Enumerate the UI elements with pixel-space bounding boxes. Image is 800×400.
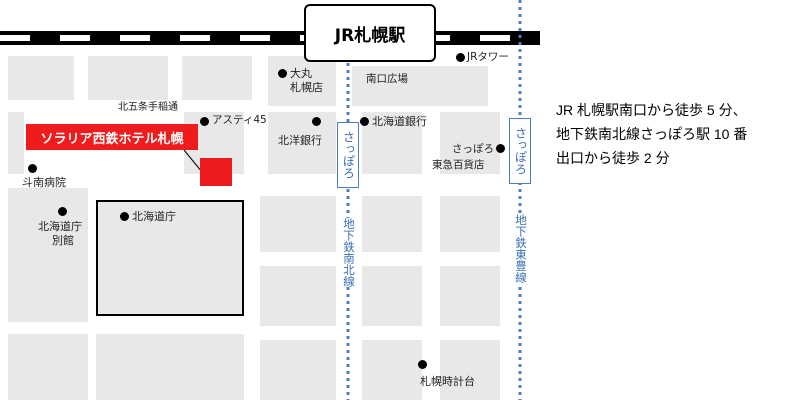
- jr-tower-marker: [456, 53, 465, 62]
- tonan-marker: [28, 164, 37, 173]
- block: [88, 56, 168, 100]
- block: [362, 340, 422, 400]
- hotel-marker: [200, 158, 232, 186]
- block: [96, 334, 244, 400]
- daimaru-label: 大丸: [290, 67, 312, 80]
- aster45-label: アスティ45: [212, 114, 267, 126]
- sapporo-toho-sign: さっぽろ: [509, 118, 531, 184]
- block: [268, 56, 336, 106]
- jr-sapporo-station: JR札幌駅: [304, 4, 436, 62]
- block: [362, 266, 422, 326]
- block: [8, 334, 88, 400]
- tokyu-label-2: 東急百貨店: [432, 159, 485, 171]
- block: [182, 56, 252, 100]
- block: [440, 196, 500, 252]
- access-directions: JR 札幌駅南口から徒歩 5 分、 地下鉄南北線さっぽろ駅 10 番 出口から徒…: [556, 98, 796, 170]
- directions-line-2: 地下鉄南北線さっぽろ駅 10 番: [556, 126, 748, 142]
- block: [268, 112, 336, 174]
- pref-office-label: 北海道庁: [132, 210, 176, 223]
- aster45-marker: [200, 117, 209, 126]
- tonan-label: 斗南病院: [22, 176, 66, 189]
- directions-line-1: JR 札幌駅南口から徒歩 5 分、: [556, 102, 747, 118]
- sapporo-namboku-sign: さっぽろ: [337, 122, 359, 188]
- hokkaido-bank-label: 北海道銀行: [372, 115, 427, 128]
- block: [440, 266, 500, 326]
- pref-annex-label: 北海道庁: [38, 220, 82, 233]
- block: [352, 66, 488, 106]
- south-plaza-label: 南口広場: [366, 73, 408, 85]
- clock-tower-marker: [418, 360, 427, 369]
- toho-line-label-text: 地下鉄東豊線: [514, 214, 528, 283]
- jr-tower-label: JRタワー: [467, 51, 509, 63]
- block: [260, 196, 336, 252]
- hokuyo-label: 北洋銀行: [278, 134, 322, 147]
- namboku-line-label-text: 地下鉄南北線: [342, 218, 356, 287]
- clock-tower-label: 札幌時計台: [420, 375, 475, 388]
- kita5-street-label: 北五条手稲通: [118, 102, 178, 113]
- access-map: JR札幌駅 JRタワー 大丸 札幌店 南口広場 北五条手稲通 アスティ45 北洋…: [0, 0, 540, 400]
- block: [362, 196, 422, 252]
- toho-line-label: 地下鉄東豊線: [513, 214, 529, 283]
- block: [8, 188, 88, 322]
- block: [362, 112, 422, 174]
- directions-line-3: 出口から徒歩 2 分: [556, 150, 670, 166]
- block: [440, 112, 500, 174]
- tokyu-label: さっぽろ: [452, 143, 494, 155]
- sapporo-namboku-sign-text: さっぽろ: [341, 131, 356, 179]
- block: [8, 112, 24, 174]
- hotel-connector: [183, 149, 203, 173]
- hokuyo-marker: [312, 117, 321, 126]
- pref-annex-marker: [58, 207, 67, 216]
- namboku-line-label: 地下鉄南北線: [341, 218, 357, 287]
- tokyu-marker: [496, 144, 505, 153]
- hokkaido-bank-marker: [360, 117, 369, 126]
- pref-annex-label-2: 別館: [52, 234, 74, 247]
- block: [8, 56, 74, 100]
- block: [440, 340, 500, 400]
- pref-office-marker: [120, 212, 129, 221]
- daimaru-label-2: 札幌店: [290, 81, 323, 94]
- daimaru-marker: [278, 69, 287, 78]
- block: [260, 266, 336, 326]
- sapporo-toho-sign-text: さっぽろ: [513, 127, 528, 175]
- block: [260, 340, 336, 400]
- subway-lines: [346, 0, 522, 400]
- hotel-label: ソラリア西鉄ホテル札幌: [26, 124, 198, 150]
